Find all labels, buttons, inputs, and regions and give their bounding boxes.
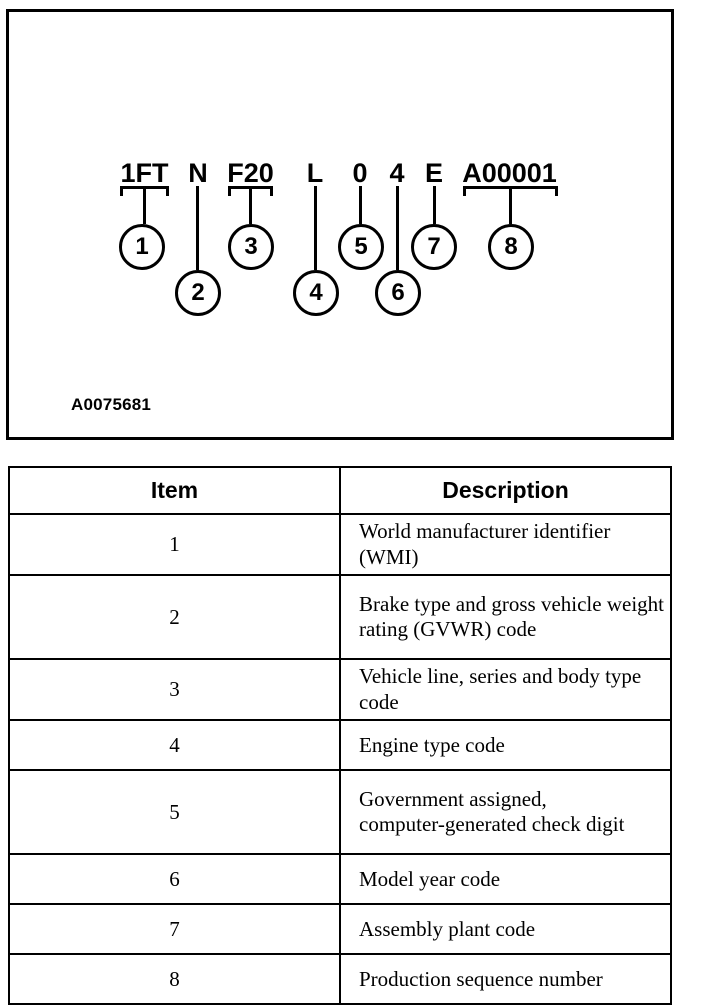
cell-description: Model year code	[339, 853, 672, 906]
cell-item: 2	[8, 574, 341, 661]
callout-circle-3: 3	[228, 224, 274, 270]
description-line: rating (GVWR) code	[359, 617, 537, 642]
vin-bracket-3	[228, 186, 273, 196]
table-header-row: Item Description	[8, 466, 672, 515]
vin-segment-8: A00001	[462, 158, 557, 188]
figure-reference-code: A0075681	[71, 395, 152, 414]
vin-leader-line-7	[433, 186, 436, 224]
cell-description: Assembly plant code	[339, 903, 672, 956]
vin-leader-line-2	[196, 186, 199, 270]
cell-item: 7	[8, 903, 341, 956]
callout-circle-4: 4	[293, 270, 339, 316]
vin-leader-line-3	[249, 189, 252, 224]
cell-item: 3	[8, 658, 341, 722]
cell-item: 1	[8, 512, 341, 577]
vin-leader-line-8	[509, 189, 512, 224]
vin-bracket-1	[120, 186, 169, 196]
cell-description: Engine type code	[339, 719, 672, 772]
vin-leader-line-4	[314, 186, 317, 270]
vin-segment-4: L	[306, 158, 324, 188]
table-header: Item Description	[8, 466, 672, 515]
vin-segment-2: N	[188, 158, 208, 188]
cell-description: World manufacturer identifier (WMI)	[339, 512, 672, 577]
vin-segment-1: 1FT	[120, 158, 169, 188]
callout-circle-8: 8	[488, 224, 534, 270]
cell-description: Production sequence number	[339, 953, 672, 1005]
vin-segment-5: 0	[352, 158, 368, 188]
callout-circle-2: 2	[175, 270, 221, 316]
description-line: Brake type and gross vehicle weight	[359, 591, 664, 616]
callout-circle-1: 1	[119, 224, 165, 270]
vin-bracket-8	[463, 186, 558, 196]
cell-item: 4	[8, 719, 341, 772]
callout-circle-6: 6	[375, 270, 421, 316]
callout-circle-5: 5	[338, 224, 384, 270]
vin-leader-line-5	[359, 186, 362, 224]
vin-leader-line-1	[143, 189, 146, 224]
cell-description: Vehicle line, series and body type code	[339, 658, 672, 722]
description-line: computer-generated check digit	[359, 812, 625, 837]
cell-item: 6	[8, 853, 341, 906]
column-header-item: Item	[8, 466, 341, 515]
vin-leader-line-6	[396, 186, 399, 270]
cell-item: 8	[8, 953, 341, 1005]
vin-segment-6: 4	[389, 158, 405, 188]
description-line: Government assigned,	[359, 786, 547, 811]
callout-circle-7: 7	[411, 224, 457, 270]
cell-item: 5	[8, 769, 341, 856]
vin-segment-3: F20	[227, 158, 274, 188]
column-header-description: Description	[339, 466, 672, 515]
vin-segment-7: E	[424, 158, 443, 188]
cell-description: Government assigned,computer-generated c…	[339, 769, 672, 856]
